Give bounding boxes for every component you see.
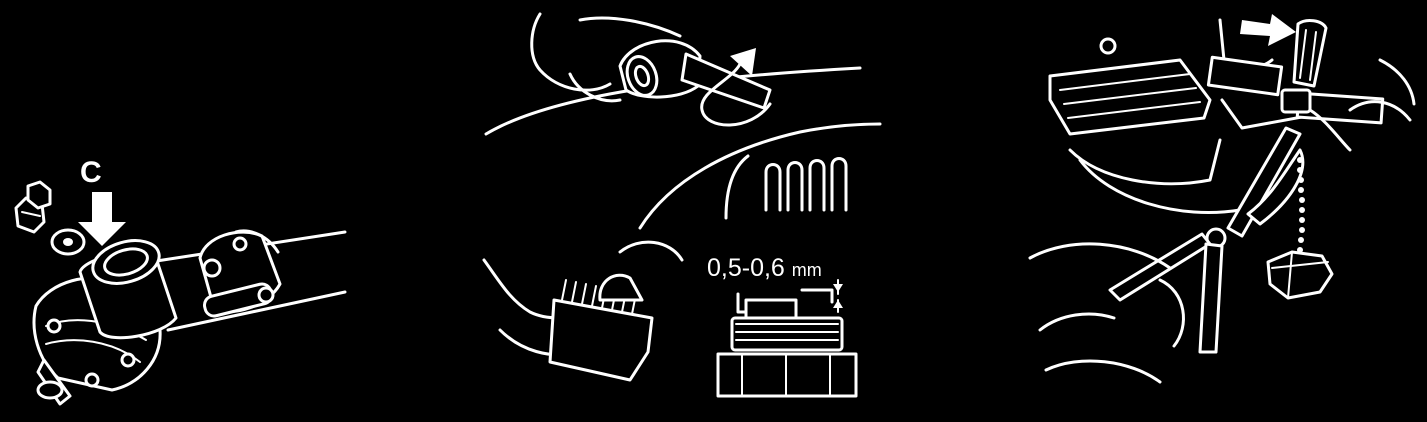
engine-housing (1048, 18, 1385, 214)
shaft-clamp (198, 229, 282, 318)
pliers (1108, 126, 1305, 354)
panel-drain-plug (1010, 0, 1427, 422)
hex-nut (1266, 250, 1334, 300)
arrow-right-icon (1240, 14, 1296, 46)
spark-plug (716, 288, 858, 398)
bead-chain (1297, 157, 1305, 253)
hand-with-wrench (530, 12, 772, 110)
screwdriver (1280, 19, 1328, 114)
gear-head-drawing (14, 180, 347, 406)
cover-curve-line (638, 122, 882, 230)
gear-housing (32, 239, 178, 406)
panel-spark-plug: 0,5-0,6 mm (470, 0, 910, 422)
gap-dimension (833, 279, 843, 313)
hand-with-brush (482, 240, 684, 382)
hands (1028, 58, 1416, 384)
gap-value: 0,5-0,6 (707, 254, 785, 282)
gap-unit: mm (791, 260, 822, 280)
drain-plug-drawing (1028, 14, 1416, 384)
panel-gear-head: C (0, 0, 420, 422)
grease-plug (14, 180, 52, 234)
label-c: C (80, 156, 102, 189)
spark-plug-drawing (482, 12, 882, 398)
shaft-bottom-line (166, 290, 347, 332)
cooling-slots (764, 157, 848, 212)
cover-edge-line (724, 154, 750, 220)
washer (50, 228, 86, 256)
arrow-down-icon (78, 192, 126, 246)
label-electrode-gap: 0,5-0,6 mm (707, 254, 822, 283)
curved-arrow-icon (700, 48, 772, 127)
